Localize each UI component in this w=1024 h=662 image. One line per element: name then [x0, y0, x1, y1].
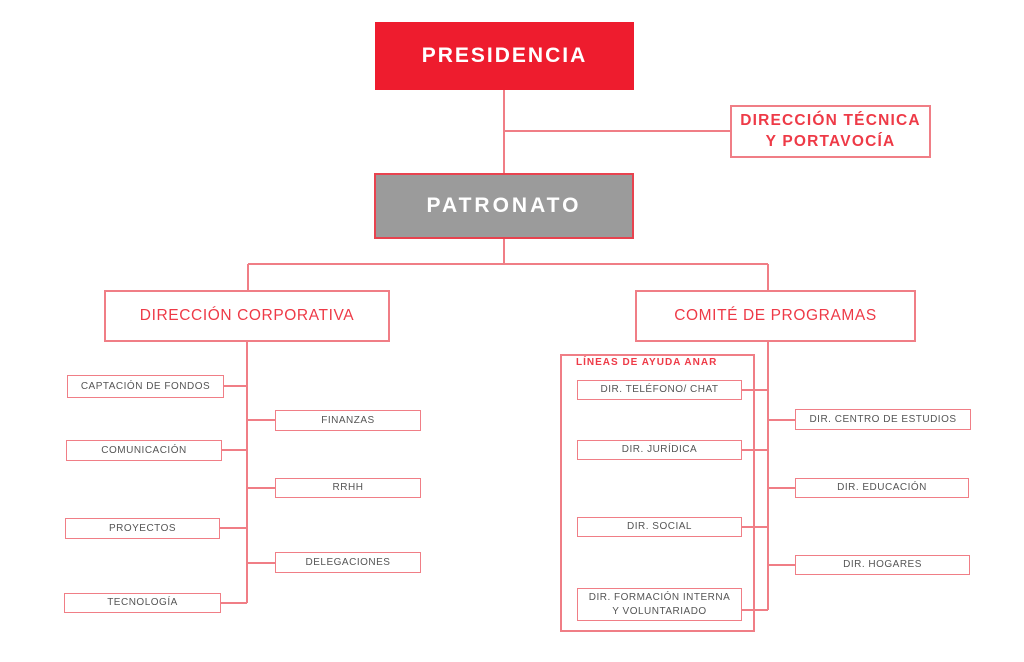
direccion-corporativa-label: DIRECCIÓN CORPORATIVA — [139, 306, 355, 324]
direccion-tecnica-line-1: DIRECCIÓN TÉCNICA — [740, 111, 921, 129]
patronato-box: PATRONATO — [374, 173, 634, 239]
dir-juridica-label: DIR. JURÍDICA — [621, 444, 698, 456]
delegaciones-box: DELEGACIONES — [275, 552, 421, 573]
comite-programas-box: COMITÉ DE PROGRAMAS — [635, 290, 916, 342]
dir-social-label: DIR. SOCIAL — [627, 521, 692, 533]
tecnologia-label: TECNOLOGÍA — [107, 597, 178, 609]
presidencia-box: PRESIDENCIA — [375, 22, 634, 90]
captacion-fondos-box: CAPTACIÓN DE FONDOS — [67, 375, 224, 398]
dir-social-box: DIR. SOCIAL — [577, 517, 742, 537]
dir-formacion-line-1: DIR. FORMACIÓN INTERNA — [588, 592, 731, 603]
dir-formacion-box: DIR. FORMACIÓN INTERNA Y VOLUNTARIADO — [577, 588, 742, 621]
captacion-fondos-label: CAPTACIÓN DE FONDOS — [80, 380, 211, 392]
dir-centro-estudios-label: DIR. CENTRO DE ESTUDIOS — [809, 413, 957, 425]
comite-programas-label: COMITÉ DE PROGRAMAS — [674, 306, 877, 324]
lineas-ayuda-title: LÍNEAS DE AYUDA ANAR — [576, 357, 718, 368]
rrhh-box: RRHH — [275, 478, 421, 498]
direccion-corporativa-box: DIRECCIÓN CORPORATIVA — [104, 290, 390, 342]
direccion-tecnica-box: DIRECCIÓN TÉCNICA Y PORTAVOCÍA — [730, 105, 931, 158]
delegaciones-label: DELEGACIONES — [305, 556, 391, 568]
comunicacion-box: COMUNICACIÓN — [66, 440, 222, 461]
finanzas-box: FINANZAS — [275, 410, 421, 431]
patronato-label: PATRONATO — [426, 193, 582, 217]
dir-educacion-label: DIR. EDUCACIÓN — [837, 482, 927, 494]
dir-telefono-chat-box: DIR. TELÉFONO/ CHAT — [577, 380, 742, 400]
dir-hogares-box: DIR. HOGARES — [795, 555, 970, 575]
dir-educacion-box: DIR. EDUCACIÓN — [795, 478, 969, 498]
tecnologia-box: TECNOLOGÍA — [64, 593, 221, 613]
dir-juridica-box: DIR. JURÍDICA — [577, 440, 742, 460]
comunicacion-label: COMUNICACIÓN — [101, 444, 187, 456]
finanzas-label: FINANZAS — [321, 414, 375, 426]
presidencia-label: PRESIDENCIA — [421, 43, 588, 67]
dir-formacion-line-2: Y VOLUNTARIADO — [612, 605, 707, 617]
rrhh-label: RRHH — [332, 482, 364, 494]
proyectos-label: PROYECTOS — [108, 522, 177, 534]
dir-hogares-label: DIR. HOGARES — [843, 559, 922, 571]
dir-telefono-chat-label: DIR. TELÉFONO/ CHAT — [600, 384, 719, 396]
dir-centro-estudios-box: DIR. CENTRO DE ESTUDIOS — [795, 409, 971, 430]
direccion-tecnica-line-2: Y PORTAVOCÍA — [765, 132, 896, 150]
proyectos-box: PROYECTOS — [65, 518, 220, 539]
